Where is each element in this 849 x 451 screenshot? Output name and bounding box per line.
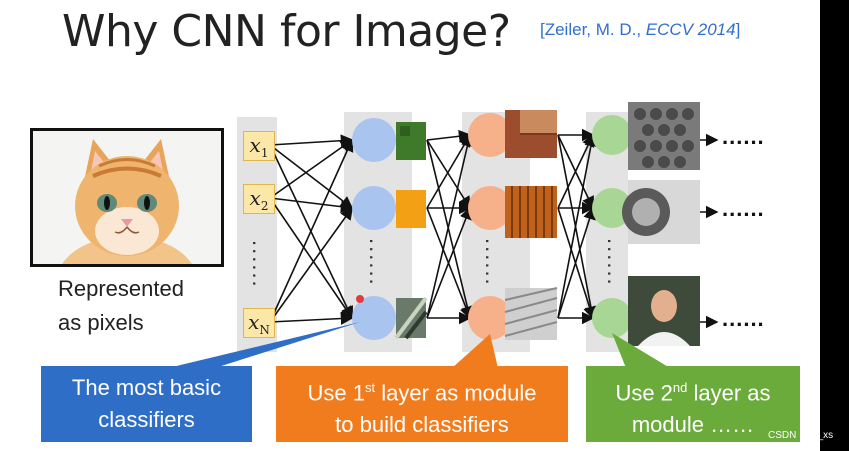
citation-prefix: [Zeiler, M. D.,	[540, 20, 646, 39]
input-vertical-dots: ......	[248, 240, 273, 289]
layer3-neurons	[592, 115, 632, 338]
caption-line-1: Represented	[58, 276, 184, 301]
network-connections	[269, 102, 719, 346]
callout-pointers	[168, 322, 670, 368]
output-dots-2: ......	[722, 196, 765, 221]
layer1-neurons	[352, 118, 396, 340]
callout-first-layer-module: Use 1st layer as module to build classif…	[276, 366, 568, 442]
caption-line-2: as pixels	[58, 310, 144, 335]
kitten-image	[30, 128, 224, 267]
input-x2: x2	[243, 184, 275, 214]
input-xn: xN	[243, 308, 275, 338]
citation-suffix: ]	[735, 20, 741, 39]
citation: [Zeiler, M. D., ECCV 2014]	[540, 20, 740, 40]
slide: Why CNN for Image? [Zeiler, M. D., ECCV …	[30, 6, 800, 442]
layer2-vertical-dots: ......	[481, 238, 506, 287]
image-caption: Represented as pixels	[58, 272, 184, 340]
screen-edge-bar	[820, 0, 849, 451]
watermark: CSDN @zr_xs	[768, 430, 834, 441]
layer1-vertical-dots: ......	[365, 238, 390, 287]
input-x1: x1	[243, 131, 275, 161]
output-dots-3: ......	[722, 306, 765, 331]
layer2-neurons	[468, 113, 512, 340]
citation-venue: ECCV 2014	[645, 20, 736, 39]
callout-second-layer-module: Use 2nd layer as module ……	[586, 366, 800, 442]
callout-basic-classifiers: The most basic classifiers	[41, 366, 252, 442]
output-dots-1: ......	[722, 124, 765, 149]
layer3-vertical-dots: ......	[603, 238, 628, 287]
slide-title: Why CNN for Image?	[62, 6, 511, 57]
